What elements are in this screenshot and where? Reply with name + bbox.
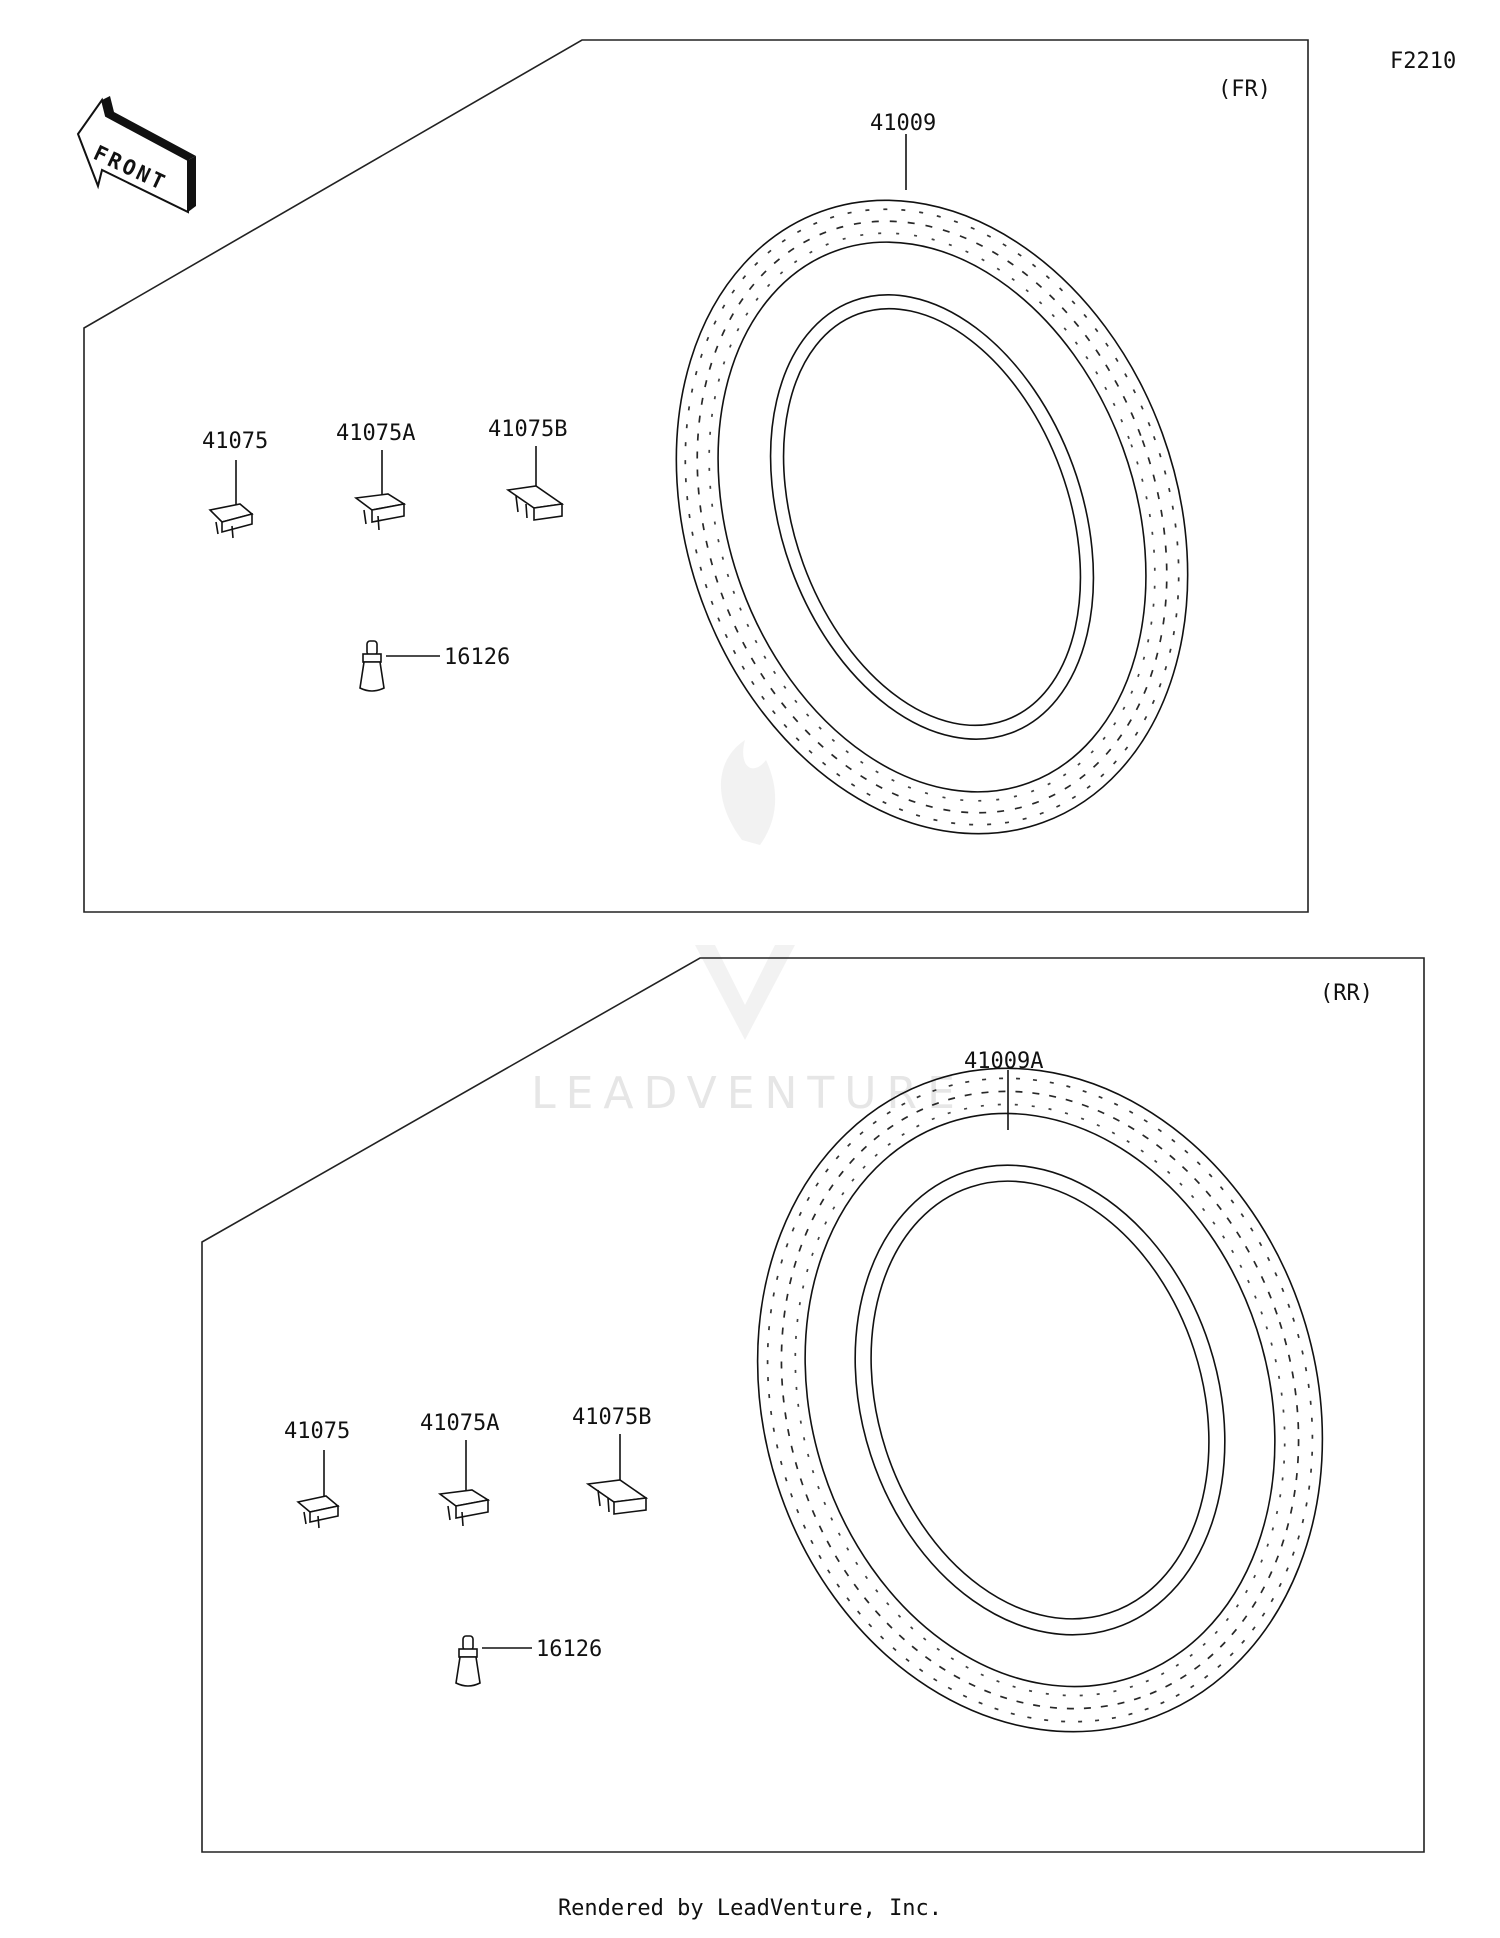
part-label-41009a: 41009A [964, 1049, 1043, 1074]
watermark-text: LEADVENTURE [531, 1068, 965, 1119]
rear-balance-weight-41075b: 41075B [572, 1405, 651, 1515]
part-label-41075a: 41075A [336, 421, 415, 446]
balance-weight-41075: 41075 [202, 429, 268, 539]
balance-weight-41075a: 41075A [336, 421, 415, 531]
rear-tire [756, 1067, 1324, 1733]
balance-weight-41075b: 41075B [488, 417, 567, 521]
rear-part-label-41075: 41075 [284, 1419, 350, 1444]
rear-balance-weight-41075: 41075 [284, 1419, 350, 1529]
panel-front-label: (FR) [1218, 77, 1271, 102]
watermark-logo [695, 740, 795, 1040]
part-label-41009: 41009 [870, 111, 936, 136]
panel-rear: (RR) 41009A 41075 41075A [201, 957, 1425, 1853]
rear-part-label-41075a: 41075A [420, 1411, 499, 1436]
rear-part-label-16126: 16126 [536, 1637, 602, 1662]
diagram-code: F2210 [1390, 49, 1456, 74]
panel-front: (FR) FRONT 41009 41075 [76, 39, 1309, 913]
front-arrow-icon: FRONT [76, 96, 196, 214]
footer-credit: Rendered by LeadVenture, Inc. [557, 1896, 943, 1921]
rear-part-label-41075b: 41075B [572, 1405, 651, 1430]
valve-16126: 16126 [359, 640, 510, 692]
rear-valve-16126: 16126 [455, 1635, 602, 1687]
part-label-16126: 16126 [444, 645, 510, 670]
front-tire [675, 199, 1189, 835]
panel-front-frame [83, 39, 1309, 913]
rear-balance-weight-41075a: 41075A [420, 1411, 499, 1527]
panel-rear-frame [201, 957, 1425, 1853]
panel-rear-label: (RR) [1320, 981, 1373, 1006]
part-label-41075b: 41075B [488, 417, 567, 442]
part-label-41075: 41075 [202, 429, 268, 454]
